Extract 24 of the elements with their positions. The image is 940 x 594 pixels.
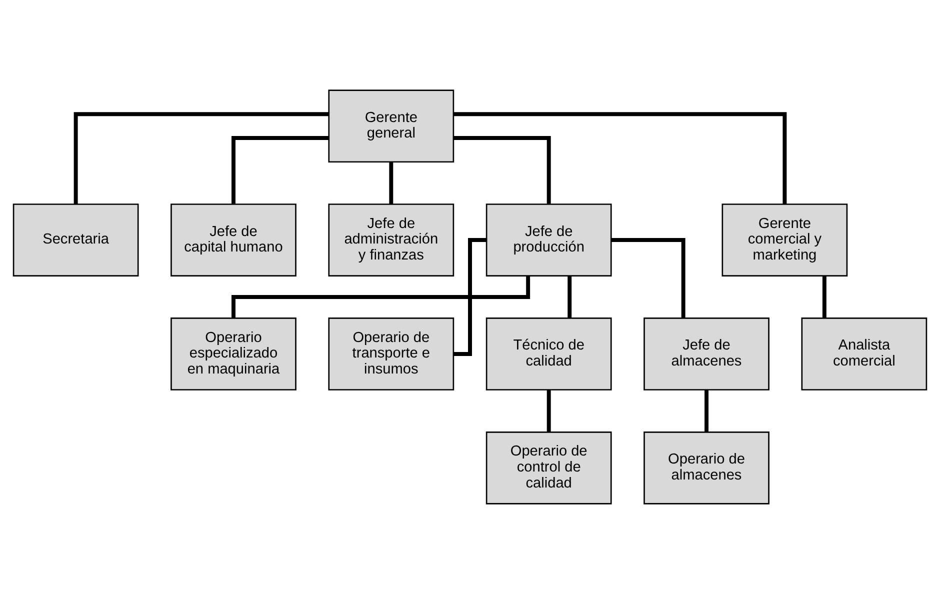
node-box: Jefe de administración y finanzas: [328, 204, 454, 276]
connector: [453, 136, 551, 204]
connector: [454, 112, 787, 204]
node-box: Jefe de capital humano: [170, 204, 296, 276]
connector: [704, 390, 708, 432]
connector: [454, 238, 486, 356]
node-box: Operario de almacenes: [644, 431, 770, 504]
connector: [232, 136, 329, 204]
node-box: Operario especializado en maquinaria: [170, 318, 296, 390]
connector: [389, 162, 394, 204]
node-box: Técnico de calidad: [486, 318, 612, 390]
node-box: Jefe de producción: [486, 204, 612, 276]
connector: [546, 390, 551, 432]
node-box: Gerente comercial y marketing: [722, 204, 848, 276]
node-box: Analista comercial: [801, 318, 928, 390]
node-box: Secretaria: [12, 204, 139, 276]
node-box: Operario de transporte e insumos: [328, 318, 454, 390]
connector: [74, 112, 329, 204]
node-box: Operario de control de calidad: [486, 431, 612, 504]
connector: [568, 276, 572, 318]
connector: [611, 238, 686, 318]
node-box: Jefe de almacenes: [644, 318, 770, 390]
connector: [822, 276, 826, 318]
node-box: Gerente general: [328, 90, 454, 163]
